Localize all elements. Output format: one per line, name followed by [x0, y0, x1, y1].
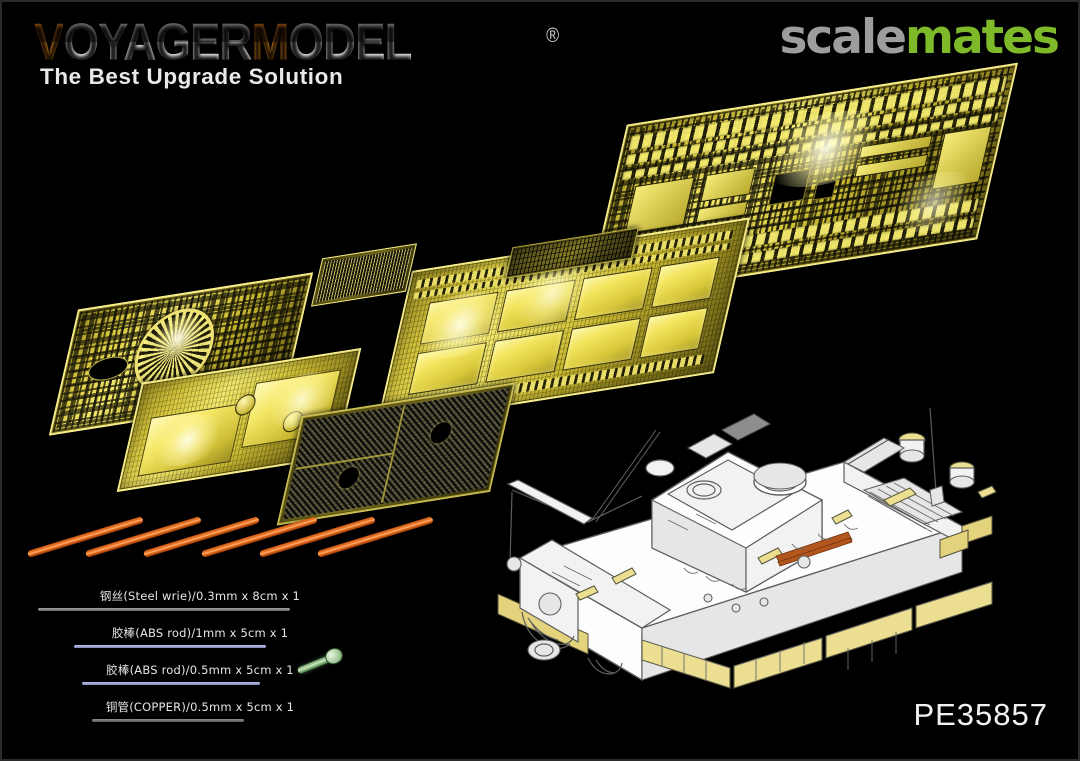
- abs-rod-1mm-line: [74, 645, 266, 648]
- list-item: 胶棒(ABS rod)/1mm x 5cm x 1: [30, 625, 370, 653]
- scalemates-mates-text: mates: [904, 10, 1060, 65]
- voyager-model-logo: VOYAGERMODEL ®: [34, 15, 559, 96]
- steel-wire-line: [38, 608, 290, 611]
- copper-tube-line: [92, 719, 244, 722]
- scalemates-watermark: scalemates: [779, 10, 1060, 65]
- logo-letters-odel: ODEL: [288, 13, 412, 72]
- rod-sample: [316, 516, 434, 558]
- list-item: 铜管(COPPER)/0.5mm x 5cm x 1: [30, 699, 370, 727]
- copper-rod-samples: [26, 505, 434, 567]
- material-label: 铜管(COPPER)/0.5mm x 5cm x 1: [105, 700, 295, 714]
- pe-fret-radiator-screen: [311, 243, 417, 307]
- product-code: PE35857: [913, 697, 1048, 732]
- list-item: 钢丝(Steel wrie)/0.3mm x 8cm x 1: [30, 588, 370, 616]
- abs-rod-05mm-line: [82, 682, 260, 685]
- list-item: 胶棒(ABS rod)/0.5mm x 5cm x 1: [30, 662, 370, 690]
- scalemates-scale-text: scale: [779, 10, 907, 65]
- registered-trademark-icon: ®: [546, 24, 559, 47]
- logo-letter-m: M: [251, 13, 289, 72]
- brand-tagline: The Best Upgrade Solution: [40, 64, 344, 89]
- material-label: 胶棒(ABS rod)/1mm x 5cm x 1: [111, 626, 289, 640]
- voyager-model-wordmark: VOYAGERMODEL ®: [34, 13, 559, 72]
- included-materials-list: 钢丝(Steel wrie)/0.3mm x 8cm x 1 胶棒(ABS ro…: [30, 588, 370, 736]
- logo-letter-v: V: [34, 13, 65, 72]
- material-label: 胶棒(ABS rod)/0.5mm x 5cm x 1: [106, 663, 294, 677]
- logo-letters-oyager: OYAGER: [63, 13, 252, 72]
- tank-assembly-diagram: .bw{ fill:#fdfdfd; stroke:#5e5e5e; strok…: [492, 372, 1072, 712]
- material-label: 钢丝(Steel wrie)/0.3mm x 8cm x 1: [99, 589, 301, 603]
